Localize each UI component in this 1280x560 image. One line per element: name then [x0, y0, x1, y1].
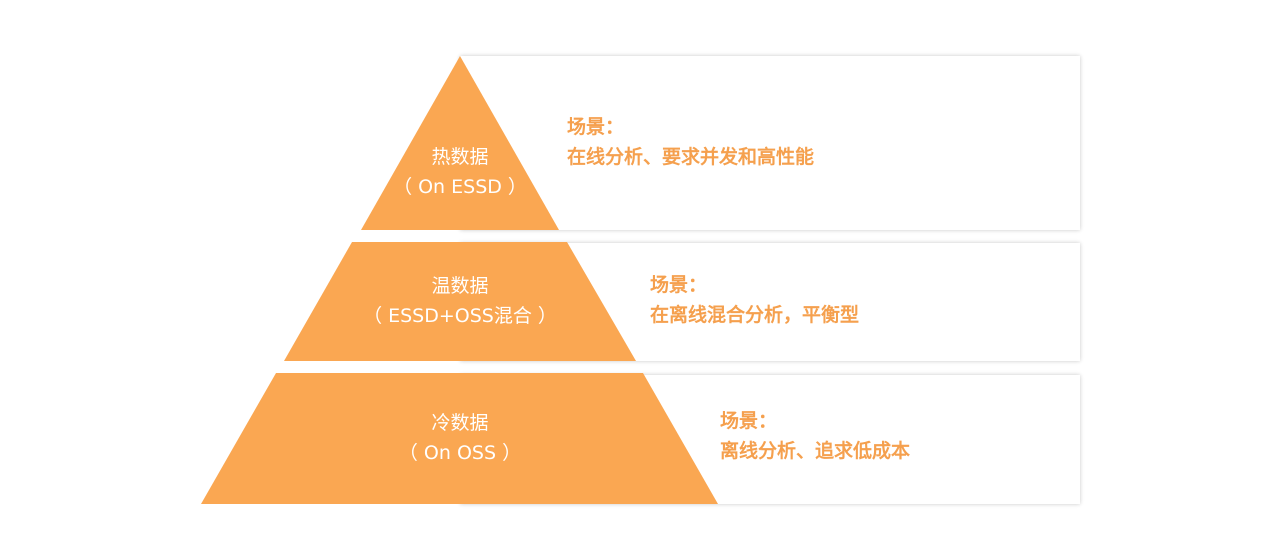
tier-subtitle-warm: （ ESSD+OSS混合 ） — [363, 305, 557, 327]
scene-label-warm: 场景： — [650, 274, 708, 296]
scene-text-warm: 场景： 在离线混合分析，平衡型 — [650, 270, 859, 330]
tier-label-hot: 热数据 （ On ESSD ） — [330, 142, 590, 202]
pyramid-tier-warm — [284, 242, 636, 361]
scene-label-hot: 场景： — [567, 116, 625, 138]
scene-desc-warm: 在离线混合分析，平衡型 — [650, 304, 860, 326]
tier-title-hot: 热数据 — [431, 146, 489, 168]
tier-title-warm: 温数据 — [431, 275, 489, 297]
pyramid-tier-hot — [361, 56, 559, 230]
tier-subtitle-cold: （ On OSS ） — [398, 442, 522, 464]
scene-desc-hot: 在线分析、要求并发和高性能 — [567, 146, 815, 168]
scene-text-hot: 场景： 在线分析、要求并发和高性能 — [567, 112, 814, 172]
scene-text-cold: 场景： 离线分析、追求低成本 — [720, 406, 910, 466]
scenario-card-hot — [460, 56, 1080, 230]
tier-label-warm: 温数据 （ ESSD+OSS混合 ） — [330, 271, 590, 331]
tier-subtitle-hot: （ On ESSD ） — [393, 176, 527, 198]
pyramid-tier-cold — [201, 373, 718, 504]
scene-desc-cold: 离线分析、追求低成本 — [720, 440, 911, 462]
scene-label-cold: 场景： — [720, 410, 778, 432]
tier-label-cold: 冷数据 （ On OSS ） — [330, 408, 590, 468]
tier-title-cold: 冷数据 — [431, 412, 489, 434]
